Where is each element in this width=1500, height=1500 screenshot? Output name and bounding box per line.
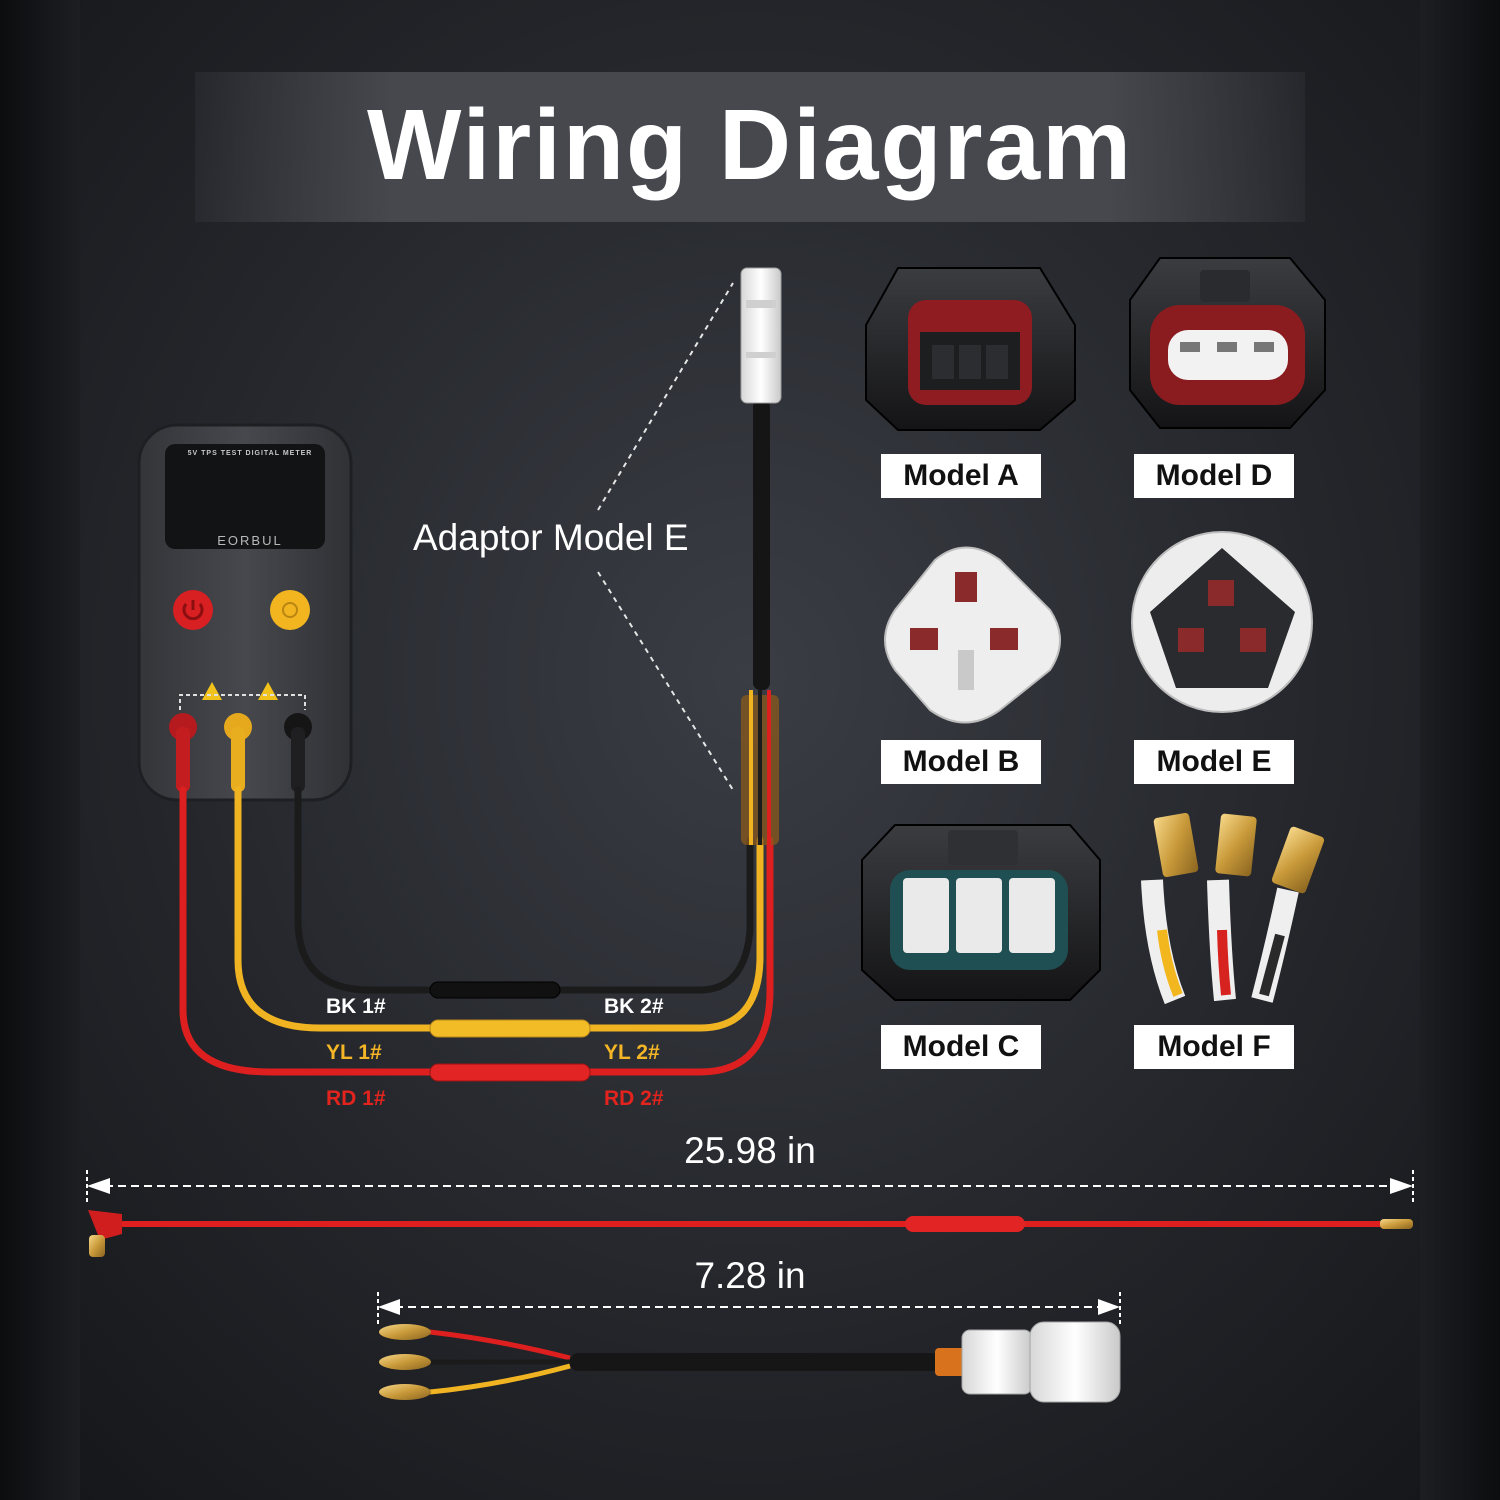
wire-label-bk1: BK 1#: [326, 995, 386, 1018]
short-cable-length: 7.28 in: [694, 1255, 806, 1296]
meter-label: 5V TPS TEST DIGITAL METER: [187, 450, 313, 457]
model-a-connector: [865, 267, 1076, 431]
model-f-label: Model F: [1134, 1025, 1294, 1069]
long-cable-dimension: [86, 1170, 1414, 1205]
adaptor-model-e: [740, 267, 782, 845]
model-e-label: Model E: [1134, 740, 1294, 784]
model-d-label: Model D: [1134, 454, 1294, 498]
title-banner: [195, 72, 1305, 222]
model-d-connector: [1129, 257, 1326, 429]
meter-display: [165, 444, 325, 549]
left-frame: [0, 0, 80, 1500]
model-f-terminals: [1141, 812, 1325, 1005]
page-title: Wiring Diagram: [366, 89, 1134, 201]
short-cable-dimension: [377, 1292, 1121, 1325]
model-c-label: Model C: [881, 1025, 1041, 1069]
wire-label-yl1: YL 1#: [326, 1041, 382, 1064]
power-button-icon: [173, 590, 213, 630]
wire-label-yl2: YL 2#: [604, 1041, 660, 1064]
wire-label-bk2: BK 2#: [604, 995, 664, 1018]
model-b-connector: [884, 546, 1061, 724]
wire-label-rd1: RD 1#: [326, 1087, 386, 1110]
wire-label-rd2: RD 2#: [604, 1087, 664, 1110]
model-c-connector: [861, 824, 1101, 1001]
adaptor-label: Adaptor Model E: [413, 517, 689, 558]
model-e-connector: [1131, 531, 1313, 713]
long-cable-length: 25.98 in: [684, 1130, 816, 1171]
light-button-icon: [270, 590, 310, 630]
tps-test-meter: [137, 423, 353, 802]
long-test-lead: [88, 1210, 1413, 1257]
short-adaptor-cable: [379, 1321, 1121, 1403]
model-a-label: Model A: [881, 454, 1041, 498]
model-b-label: Model B: [881, 740, 1041, 784]
test-leads: [179, 786, 774, 1082]
meter-brand: EORBUL: [217, 533, 283, 548]
